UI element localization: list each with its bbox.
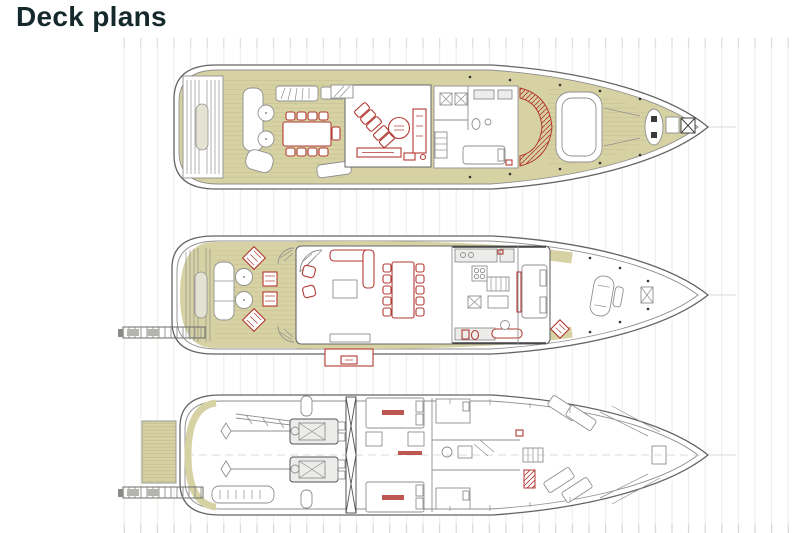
armchair — [302, 284, 317, 299]
toilet — [471, 118, 481, 130]
dining-chairs — [285, 111, 341, 157]
bar-counter — [412, 108, 427, 154]
swim-platform — [141, 420, 177, 484]
captain-bed — [462, 145, 506, 165]
sink — [460, 252, 466, 258]
side-stairs — [277, 247, 295, 265]
aft-deck — [213, 245, 295, 343]
engine-port — [289, 418, 346, 445]
laundry — [523, 469, 536, 489]
gym-bar-room — [330, 84, 435, 168]
windshield — [519, 87, 553, 167]
wheelhouse — [433, 85, 519, 169]
day-head — [461, 329, 470, 340]
stair-hatch — [275, 85, 319, 102]
helm-station — [473, 89, 495, 100]
galley-counter — [454, 327, 496, 341]
passerelle — [118, 326, 206, 339]
jet-ski — [589, 275, 615, 317]
propeller — [220, 460, 232, 478]
owner-bed — [521, 264, 548, 319]
salon-sofa — [362, 249, 375, 289]
stairs — [434, 131, 448, 159]
guest-bed — [435, 487, 471, 510]
engine-room-bulkhead — [345, 396, 357, 514]
portholes — [449, 399, 571, 511]
galley — [454, 248, 523, 341]
bed-label — [382, 495, 404, 500]
engine-room — [211, 395, 346, 509]
stern-stairs — [182, 75, 224, 179]
spiral-stair — [299, 249, 323, 273]
bar-counter — [356, 147, 402, 158]
engine-starboard — [289, 456, 346, 483]
owner-cabin — [516, 246, 548, 344]
bed-label — [382, 410, 404, 415]
crew-bunk — [561, 477, 593, 503]
sun-lounger — [241, 245, 267, 271]
stairs — [486, 276, 510, 292]
salon-dining-table — [391, 261, 415, 319]
armchair — [301, 264, 316, 279]
bed-bench — [516, 271, 522, 313]
fridge — [499, 248, 515, 263]
helm-station — [497, 89, 513, 100]
shower — [441, 446, 453, 458]
deck-cleats — [588, 256, 650, 334]
superstructure — [295, 245, 551, 345]
tv-cabinet — [329, 333, 371, 343]
sun-pad — [262, 271, 278, 307]
foredeck — [555, 91, 696, 163]
tank — [300, 395, 313, 417]
propeller — [220, 422, 232, 440]
crew-table — [487, 295, 509, 309]
main-deck-plan — [118, 235, 736, 367]
chain-locker — [651, 445, 667, 465]
side-stairs — [277, 325, 295, 343]
upper-deck-plan — [173, 64, 736, 190]
sun-lounger — [241, 307, 267, 333]
bathroom — [457, 445, 473, 459]
dining-table — [282, 121, 332, 147]
sun-loungers — [354, 102, 395, 148]
crew-quarters — [543, 395, 667, 505]
crew-bunk — [565, 405, 597, 431]
galley-counter — [454, 248, 498, 263]
windlass — [640, 286, 654, 304]
tender-bay-marker — [324, 348, 374, 367]
crew-bunk — [543, 467, 575, 493]
sink — [484, 118, 492, 126]
lower-deck-plan — [118, 394, 736, 516]
tank — [300, 489, 313, 509]
forward-sunpad — [555, 91, 603, 163]
sofa — [245, 149, 274, 174]
page-title: Deck plans — [16, 1, 167, 32]
galley-stove — [471, 265, 488, 282]
cocktail-table — [387, 116, 411, 140]
salon — [299, 246, 453, 344]
wardrobe — [407, 431, 425, 447]
bow-seating — [644, 108, 664, 146]
stern-bench — [211, 485, 275, 504]
bow-hatch — [665, 116, 680, 134]
corridor-label — [398, 451, 422, 455]
foredeck — [589, 275, 654, 317]
transom-sofa — [213, 261, 235, 321]
coffee-table — [332, 279, 358, 299]
dining-chairs — [382, 263, 425, 317]
wardrobe — [365, 431, 383, 447]
settee — [491, 328, 523, 339]
deck-cleats — [468, 75, 642, 179]
sun-lounger — [550, 319, 570, 339]
stern-stairs — [185, 248, 211, 342]
passerelle — [118, 486, 204, 499]
guest-cabins — [365, 397, 544, 513]
